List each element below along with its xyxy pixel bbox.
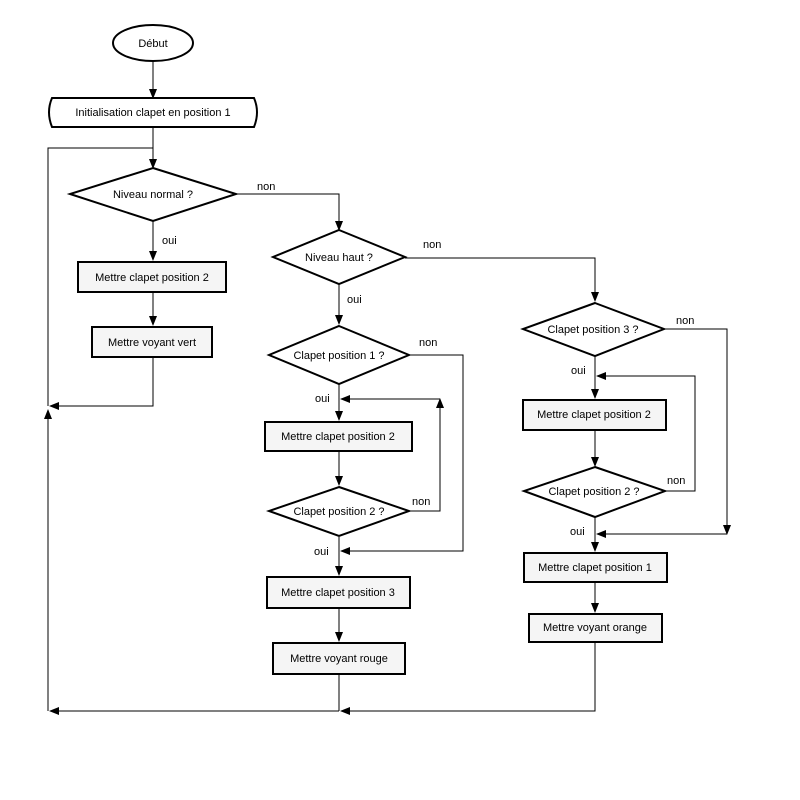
- label-haut-oui: oui: [347, 294, 362, 306]
- edge-pos3-non: [664, 328, 731, 535]
- clapet-pos3-label: Clapet position 3 ?: [547, 324, 638, 336]
- edge-pos2right-non: [596, 372, 696, 492]
- clapet-pos2-mid-label: Clapet position 2 ?: [293, 506, 384, 518]
- process-clapet2-b: Mettre clapet position 2: [264, 421, 413, 452]
- process-voyant-rouge: Mettre voyant rouge: [272, 642, 406, 675]
- edge-orange-bottom: [340, 642, 596, 715]
- label-normal-oui: oui: [162, 235, 177, 247]
- label-haut-non: non: [423, 239, 441, 251]
- node-init: Initialisation clapet en position 1: [48, 97, 258, 128]
- voyant-orange-label: Mettre voyant orange: [543, 622, 647, 634]
- label-pos2mid-non: non: [412, 496, 430, 508]
- edge-vert-loop: [49, 357, 154, 410]
- clapet-pos2-right-label: Clapet position 2 ?: [548, 486, 639, 498]
- decision-clapet-pos2-mid: Clapet position 2 ?: [265, 485, 413, 538]
- label-pos1-non: non: [419, 337, 437, 349]
- label-normal-non: non: [257, 181, 275, 193]
- clapet1-label: Mettre clapet position 1: [538, 562, 652, 574]
- clapet2-a-label: Mettre clapet position 2: [95, 272, 209, 284]
- edge-normal-non: [236, 193, 343, 231]
- clapet2-b-label: Mettre clapet position 2: [281, 431, 395, 443]
- niveau-haut-label: Niveau haut ?: [305, 252, 373, 264]
- decision-clapet-pos3: Clapet position 3 ?: [520, 301, 667, 358]
- edge-labels: non oui non oui non oui non oui non oui …: [162, 181, 694, 558]
- decision-clapet-pos1: Clapet position 1 ?: [266, 324, 412, 386]
- process-voyant-vert: Mettre voyant vert: [91, 326, 213, 358]
- decision-niveau-normal: Niveau normal ?: [66, 166, 240, 223]
- decision-niveau-haut: Niveau haut ?: [270, 228, 408, 286]
- label-pos3-oui: oui: [571, 365, 586, 377]
- clapet3-label: Mettre clapet position 3: [281, 587, 395, 599]
- voyant-vert-label: Mettre voyant vert: [108, 337, 196, 349]
- process-clapet2-c: Mettre clapet position 2: [522, 399, 667, 431]
- niveau-normal-label: Niveau normal ?: [113, 189, 193, 201]
- edge-haut-non: [405, 257, 599, 302]
- label-pos2right-non: non: [667, 475, 685, 487]
- process-voyant-orange: Mettre voyant orange: [528, 613, 663, 643]
- clapet2-c-label: Mettre clapet position 2: [537, 409, 651, 421]
- label-pos2mid-oui: oui: [314, 546, 329, 558]
- edge-pos2mid-non: [409, 398, 444, 512]
- label-pos1-oui: oui: [315, 393, 330, 405]
- start-label: Début: [138, 38, 167, 50]
- process-clapet3: Mettre clapet position 3: [266, 576, 411, 609]
- decision-clapet-pos2-right: Clapet position 2 ?: [520, 465, 668, 519]
- label-pos2right-oui: oui: [570, 526, 585, 538]
- init-label: Initialisation clapet en position 1: [75, 107, 230, 119]
- edge-loop-top: [47, 147, 153, 406]
- process-clapet1: Mettre clapet position 1: [523, 552, 668, 583]
- edges: [44, 62, 731, 715]
- voyant-rouge-label: Mettre voyant rouge: [290, 653, 388, 665]
- process-clapet2-a: Mettre clapet position 2: [77, 261, 227, 293]
- node-start: Début: [112, 24, 194, 62]
- edge-pos1-non: [340, 354, 464, 555]
- label-pos3-non: non: [676, 315, 694, 327]
- clapet-pos1-label: Clapet position 1 ?: [293, 350, 384, 362]
